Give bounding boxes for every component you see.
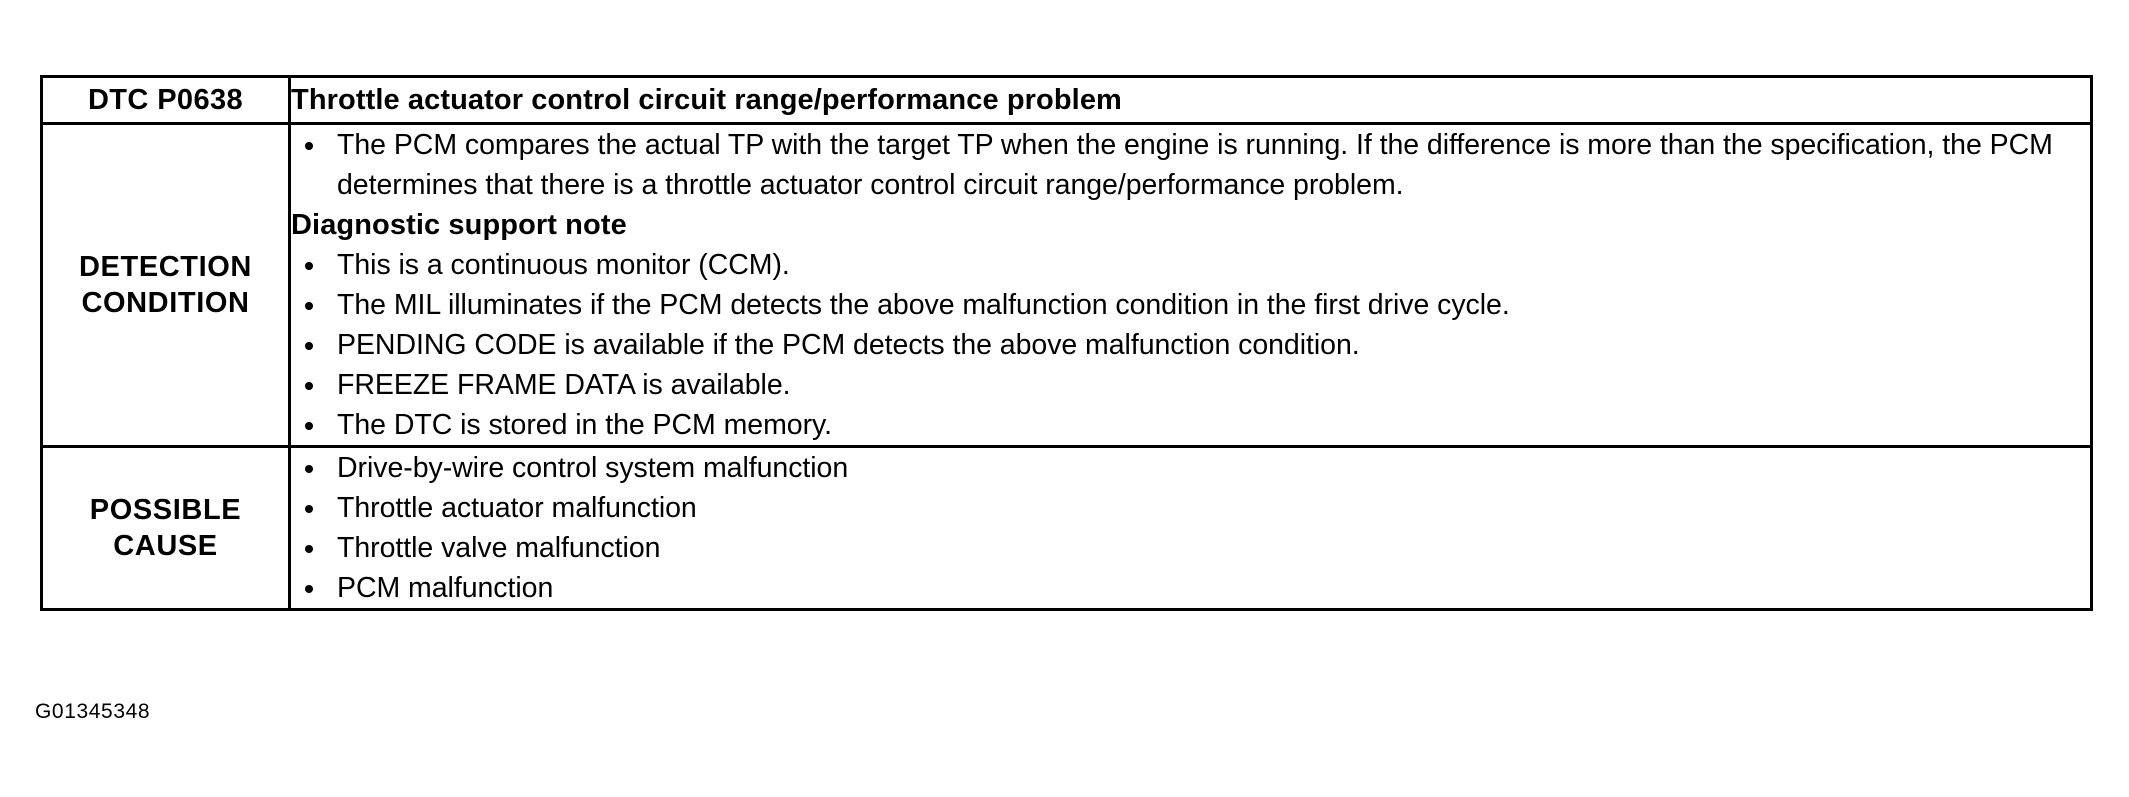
possible-cause-label: POSSIBLE CAUSE — [40, 445, 291, 611]
detection-condition-content: The PCM compares the actual TP with the … — [288, 122, 2093, 448]
table-row-possible-cause: POSSIBLE CAUSE Drive-by-wire control sys… — [40, 445, 2093, 611]
list-item: PENDING CODE is available if the PCM det… — [291, 325, 2090, 365]
detection-condition-block-list: The PCM compares the actual TP with the … — [291, 125, 2090, 445]
list-item: FREEZE FRAME DATA is available. — [291, 365, 2090, 405]
diagnostic-support-note-heading: Diagnostic support note — [291, 209, 627, 241]
table-row-header: DTC P0638 Throttle actuator control circ… — [40, 75, 2093, 125]
detection-condition-label: DETECTION CONDITION — [40, 122, 291, 448]
possible-cause-content: Drive-by-wire control system malfunction… — [288, 445, 2093, 611]
list-item: Throttle actuator malfunction — [291, 488, 2090, 528]
figure-id: G01345348 — [35, 700, 151, 723]
dtc-code-cell: DTC P0638 — [40, 75, 291, 125]
table-row-detection-condition: DETECTION CONDITION The PCM compares the… — [40, 122, 2093, 448]
dtc-table-body: DTC P0638 Throttle actuator control circ… — [40, 75, 2093, 611]
dtc-table: DTC P0638 Throttle actuator control circ… — [40, 75, 2093, 611]
possible-cause-block-list: Drive-by-wire control system malfunction… — [291, 448, 2090, 608]
list-item: The MIL illuminates if the PCM detects t… — [291, 285, 2090, 325]
list-item: This is a continuous monitor (CCM). — [291, 245, 2090, 285]
list-item: Drive-by-wire control system malfunction — [291, 448, 2090, 488]
list-item: The PCM compares the actual TP with the … — [291, 125, 2090, 205]
list-item: PCM malfunction — [291, 568, 2090, 608]
list-item: Throttle valve malfunction — [291, 528, 2090, 568]
list-item: The DTC is stored in the PCM memory. — [291, 405, 2090, 445]
dtc-description-cell: Throttle actuator control circuit range/… — [288, 75, 2093, 125]
